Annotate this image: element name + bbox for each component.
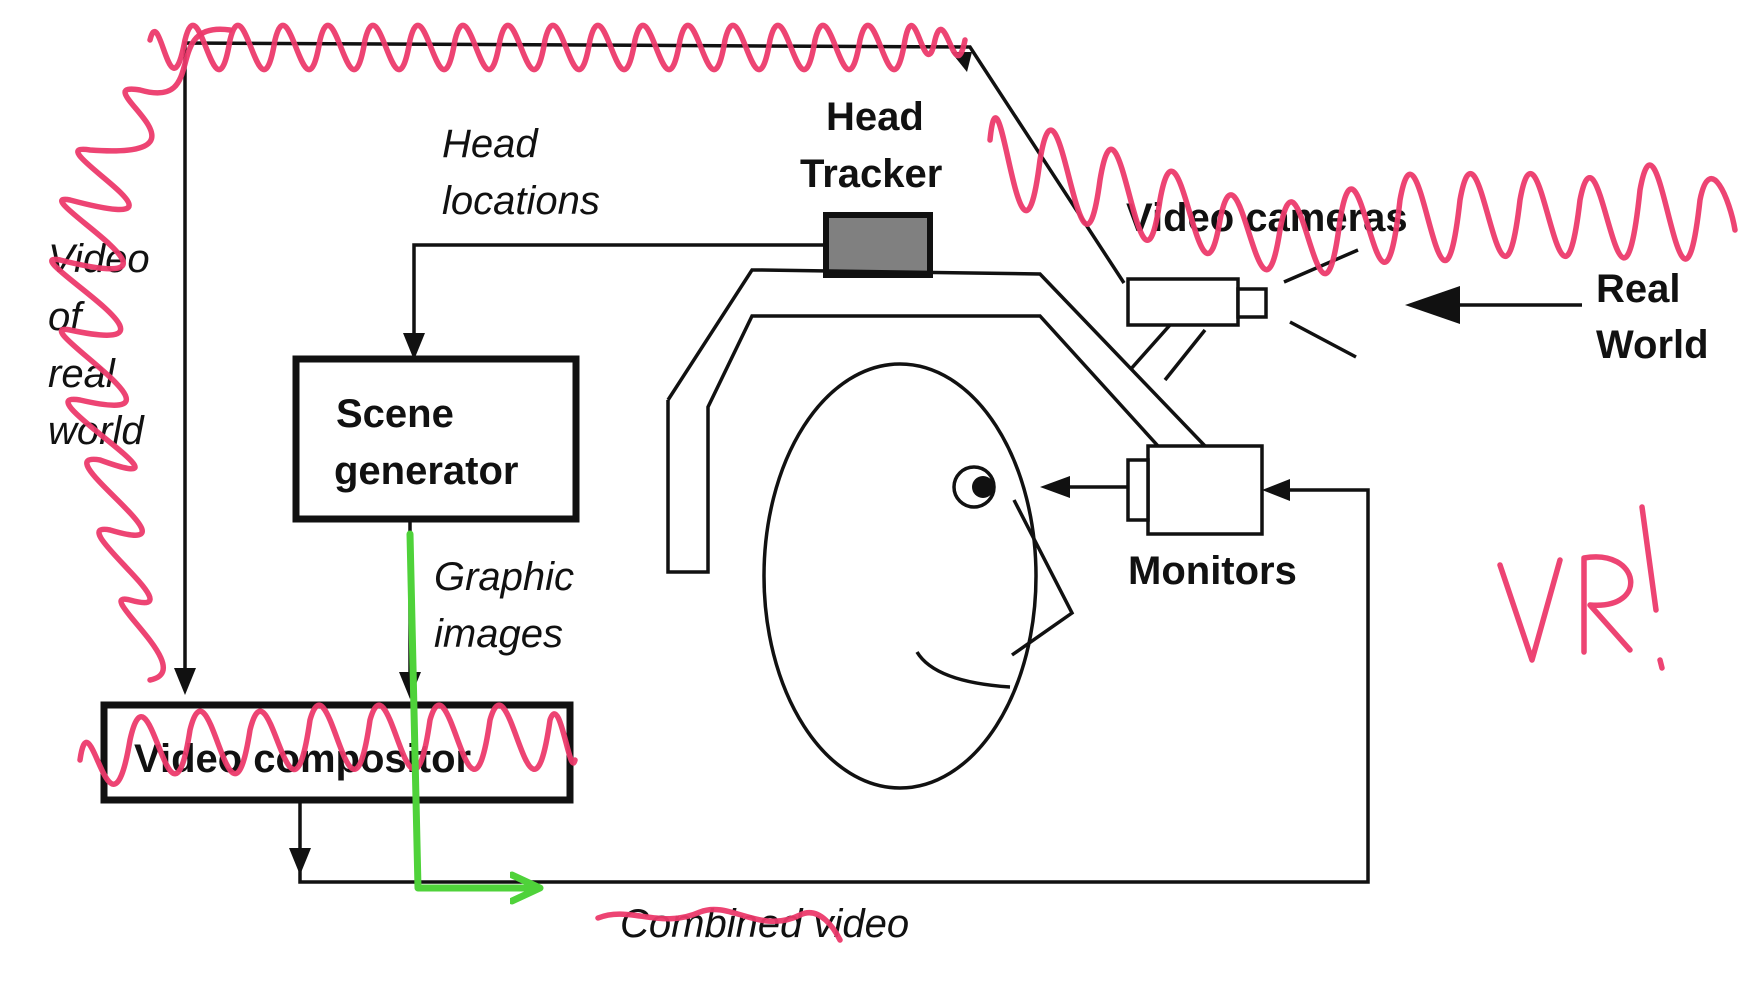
vr-annotation-exclamation bbox=[1639, 504, 1665, 671]
head-locations-label-line2: locations bbox=[442, 179, 600, 223]
arrow-down-combined bbox=[289, 848, 311, 875]
monitors-label: Monitors bbox=[1128, 549, 1297, 593]
scribble-top bbox=[147, 22, 968, 73]
head-locations-label-line1: Head bbox=[442, 122, 539, 166]
real-world-label-line1: Real bbox=[1596, 267, 1681, 311]
graphic-images-label-line1: Graphic bbox=[434, 555, 574, 599]
arrow-video-to-compositor bbox=[174, 668, 196, 695]
scribble-left bbox=[49, 26, 233, 683]
monitor-screen-flap bbox=[1126, 458, 1150, 522]
scene-generator-label-line2: generator bbox=[334, 449, 519, 493]
head-tracker-label-line2: Tracker bbox=[800, 152, 942, 196]
green-annotation-arrow bbox=[406, 530, 538, 888]
scribble-right bbox=[987, 115, 1738, 277]
eye-pupil bbox=[972, 476, 994, 498]
arrow-to-scene-generator bbox=[403, 333, 425, 360]
arrow-to-monitors bbox=[1262, 479, 1290, 501]
video-camera-lens bbox=[1236, 287, 1268, 319]
head-locations-path bbox=[412, 243, 826, 350]
real-world-video-path bbox=[183, 41, 1126, 680]
face-outline bbox=[762, 362, 1038, 790]
combined-video-label: Combined video bbox=[620, 902, 909, 946]
scribble-combined-video bbox=[595, 906, 843, 943]
monitor-body bbox=[1146, 444, 1264, 536]
scene-generator-label-line1: Scene bbox=[336, 392, 454, 436]
head-mount-frame bbox=[666, 268, 1207, 574]
real-world-arrowhead bbox=[1405, 286, 1460, 324]
mouth bbox=[915, 651, 1011, 689]
camera-mount-bars bbox=[1128, 323, 1207, 382]
graphic-images-label-line2: images bbox=[434, 612, 563, 656]
vr-annotation-r bbox=[1581, 554, 1634, 655]
video-camera-body bbox=[1126, 277, 1240, 327]
video-compositor-box bbox=[100, 701, 574, 804]
nose bbox=[1010, 499, 1075, 657]
head-tracker-label-line1: Head bbox=[826, 95, 924, 139]
real-world-label-line2: World bbox=[1596, 323, 1709, 367]
head-tracker-box bbox=[823, 212, 933, 278]
vr-annotation-v bbox=[1497, 557, 1563, 663]
scene-generator-box bbox=[292, 355, 580, 523]
scribble-compositor bbox=[77, 702, 578, 787]
monitor-to-eye-arrow bbox=[1040, 476, 1070, 498]
